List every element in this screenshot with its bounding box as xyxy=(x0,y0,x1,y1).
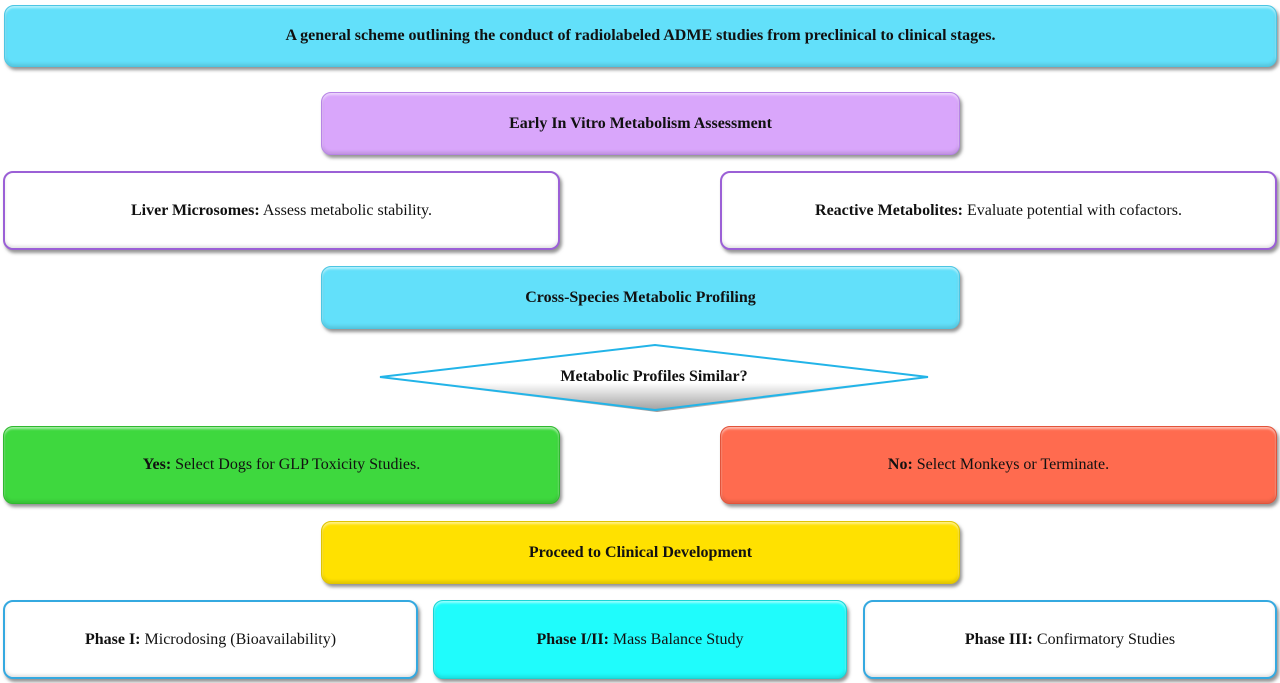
clinical-development-label: Proceed to Clinical Development xyxy=(528,543,753,561)
phase12-heading: Phase I/II: xyxy=(536,630,609,648)
no-desc: Select Monkeys or Terminate. xyxy=(912,456,1110,473)
phase1-node: Phase I: Microdosing (Bioavailability) xyxy=(3,600,418,679)
liver-microsomes-desc: Assess metabolic stability. xyxy=(259,201,432,219)
liver-microsomes-node: Liver Microsomes: Assess metabolic stabi… xyxy=(3,171,560,250)
no-node: No: Select Monkeys or Terminate. xyxy=(720,426,1277,504)
decision-diamond-shadow xyxy=(382,347,930,412)
yes-heading: Yes: xyxy=(142,456,172,473)
reactive-metabolites-heading: Reactive Metabolites: xyxy=(815,201,963,219)
phase3-text: Phase III: Confirmatory Studies xyxy=(965,625,1175,655)
reactive-metabolites-node: Reactive Metabolites: Evaluate potential… xyxy=(720,171,1277,250)
phase1-desc: Microdosing (Bioavailability) xyxy=(140,630,337,648)
no-heading: No: xyxy=(887,456,913,473)
yes-desc: Select Dogs for GLP Toxicity Studies. xyxy=(171,456,421,473)
cross-species-label: Cross-Species Metabolic Profiling xyxy=(525,288,756,306)
reactive-metabolites-desc: Evaluate potential with cofactors. xyxy=(962,201,1182,219)
liver-microsomes-heading: Liver Microsomes: xyxy=(131,201,260,219)
decision-label: Metabolic Profiles Similar? xyxy=(560,368,748,385)
yes-node: Yes: Select Dogs for GLP Toxicity Studie… xyxy=(3,426,560,504)
liver-microsomes-text: Liver Microsomes: Assess metabolic stabi… xyxy=(91,196,472,226)
yes-text: Yes: Select Dogs for GLP Toxicity Studie… xyxy=(103,450,461,480)
decision-diamond-outline xyxy=(379,343,929,412)
phase1-text: Phase I: Microdosing (Bioavailability) xyxy=(85,625,336,655)
decision-diamond xyxy=(379,343,930,412)
no-text: No: Select Monkeys or Terminate. xyxy=(848,450,1149,480)
title-banner: A general scheme outlining the conduct o… xyxy=(4,5,1277,67)
phase12-desc: Mass Balance Study xyxy=(608,630,744,648)
cross-species-node: Cross-Species Metabolic Profiling xyxy=(321,266,960,329)
phase12-text: Phase I/II: Mass Balance Study xyxy=(536,625,743,655)
phase3-node: Phase III: Confirmatory Studies xyxy=(863,600,1277,679)
reactive-metabolites-text: Reactive Metabolites: Evaluate potential… xyxy=(755,196,1242,226)
early-in-vitro-node: Early In Vitro Metabolism Assessment xyxy=(321,92,960,155)
title-text: A general scheme outlining the conduct o… xyxy=(285,27,996,44)
clinical-development-node: Proceed to Clinical Development xyxy=(321,521,960,584)
phase3-heading: Phase III: xyxy=(964,630,1033,648)
phase1-heading: Phase I: xyxy=(84,630,141,648)
phase3-desc: Confirmatory Studies xyxy=(1032,630,1176,648)
phase12-node: Phase I/II: Mass Balance Study xyxy=(433,600,847,679)
early-in-vitro-label: Early In Vitro Metabolism Assessment xyxy=(509,114,772,132)
